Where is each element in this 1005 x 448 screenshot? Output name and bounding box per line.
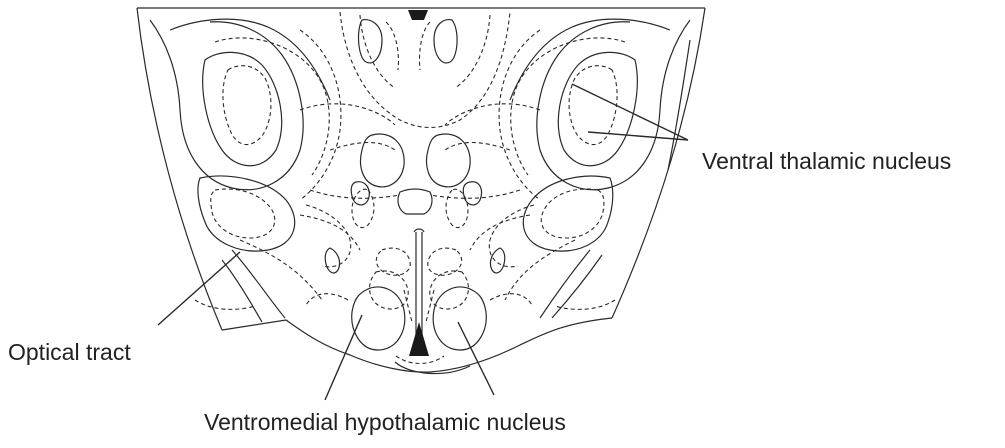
label-optical-tract: Optical tract <box>8 341 131 364</box>
right-hemisphere-contours <box>489 19 690 318</box>
label-ventromedial-hypothalamic-nucleus: Ventromedial hypothalamic nucleus <box>204 411 566 434</box>
midline-structures <box>300 10 540 364</box>
label-ventral-thalamic-nucleus: Ventral thalamic nucleus <box>702 150 951 173</box>
left-hemisphere-contours <box>150 19 351 322</box>
pointer-optical-tract <box>158 252 240 325</box>
section-outline <box>137 8 705 374</box>
